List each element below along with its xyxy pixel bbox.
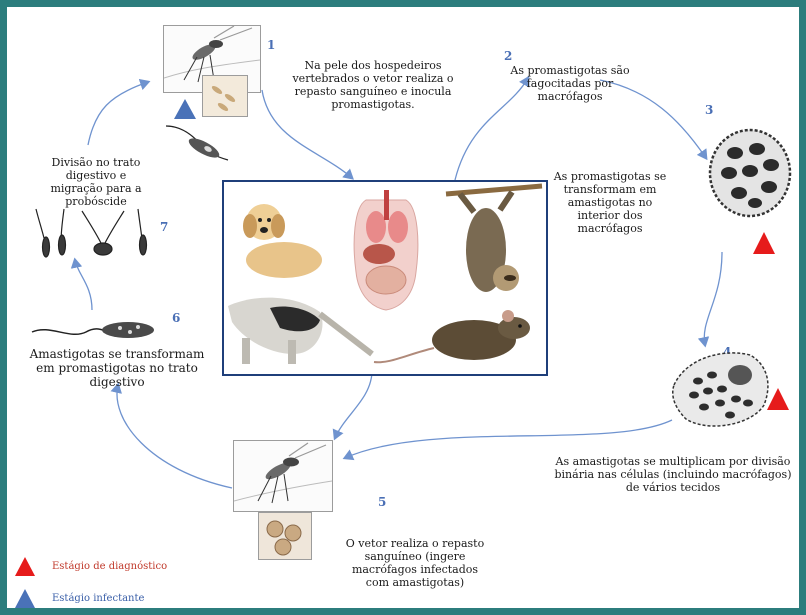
- amastigote-to-promastigote-drawing: [30, 310, 160, 350]
- infected-tissue-cell-icon: [668, 345, 778, 435]
- step-1-number: 1: [267, 38, 275, 52]
- diagnostic-stage-marker-3: [752, 230, 776, 256]
- promastigote-icon: [203, 76, 247, 116]
- diagnostic-legend-icon: [14, 556, 36, 578]
- step-5-number: 5: [378, 495, 386, 509]
- step-3-number: 3: [705, 103, 713, 117]
- arrow-6-to-7: [75, 260, 92, 310]
- step-3-text: As promastigotas se transformam em amast…: [545, 170, 675, 235]
- infective-legend-label: Estágio infectante: [52, 593, 144, 604]
- arrow-3-to-4: [704, 252, 722, 345]
- diagnostic-stage-marker-4: [766, 386, 790, 412]
- arrow-7-to-1: [88, 82, 148, 145]
- step-6-text: Amastigotas se transformam em promastigo…: [28, 347, 206, 389]
- dog-icon: [243, 204, 322, 278]
- step-6-number: 6: [172, 311, 180, 325]
- dividing-promastigotes-drawing: [30, 205, 160, 265]
- rat-icon: [374, 310, 530, 362]
- macrophage-with-amastigotes-icon: [705, 125, 795, 221]
- step-4-text: As amastigotas se multiplicam por divisã…: [553, 455, 793, 494]
- hosts-illustration: [224, 182, 546, 374]
- diagnostic-legend-label: Estágio de diagnóstico: [52, 561, 167, 572]
- arrow-4-to-5: [345, 420, 672, 458]
- promastigote-drawing: [162, 118, 232, 164]
- infected-macrophage-icon: [259, 513, 311, 559]
- promastigote-inset: [202, 75, 248, 117]
- step-7-number: 7: [160, 220, 168, 234]
- step-5-text: O vetor realiza o repasto sanguíneo (ing…: [345, 537, 485, 589]
- arrow-5-to-6: [117, 385, 232, 488]
- vertebrate-hosts-panel: [222, 180, 548, 376]
- arrow-host-to-5: [335, 373, 372, 438]
- infective-legend-icon: [14, 588, 36, 610]
- anteater-icon: [228, 298, 372, 364]
- sandfly-icon: [234, 441, 332, 511]
- step-2-text: As promastigotas são fagocitadas por mac…: [510, 64, 630, 103]
- infected-macrophage-inset: [258, 512, 312, 560]
- step-1-text: Na pele dos hospedeiros vertebrados o ve…: [273, 59, 473, 111]
- step-2-number: 2: [504, 49, 512, 63]
- sandfly-feeding-card: [233, 440, 333, 512]
- human-anatomy-icon: [354, 190, 418, 310]
- step-7-text: Divisão no trato digestivo e migração pa…: [40, 156, 152, 208]
- sloth-icon: [446, 186, 542, 292]
